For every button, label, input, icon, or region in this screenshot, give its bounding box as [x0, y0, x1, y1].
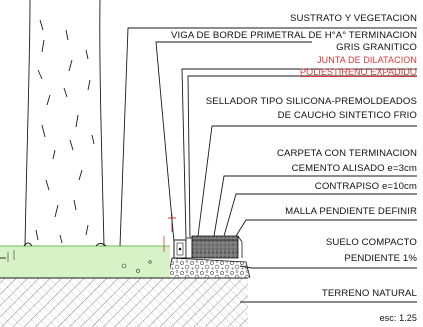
- label-terreno: TERRENO NATURAL: [321, 288, 417, 299]
- label-viga-line1: VIGA DE BORDE PRIMETRAL DE H°A° TERMINAC…: [171, 30, 417, 41]
- label-suelo-line2: PENDIENTE 1%: [344, 253, 417, 264]
- label-junta: JUNTA DE DILATACION: [317, 55, 417, 65]
- suelo-compacto-layer: [167, 257, 251, 279]
- label-carpeta-line1: CARPETA CON TERMINACION: [276, 148, 417, 159]
- label-viga-line2: GRIS GRANITICO: [336, 42, 417, 53]
- label-sellador-line1: SELLADOR TIPO SILICONA-PREMOLDEADOS: [205, 96, 417, 107]
- leader-lines: [0, 27, 417, 303]
- sustrato-vegetacion-layer: [0, 245, 170, 279]
- label-sellador-line2: DE CAUCHO SINTETICO FRIO: [277, 110, 417, 121]
- losa-contrapiso: [191, 235, 243, 259]
- label-suelo-line1: SUELO COMPACTO: [325, 237, 417, 248]
- label-malla: MALLA PENDIENTE DEFINIR: [285, 206, 417, 217]
- label-escala: esc: 1.25: [379, 313, 417, 323]
- label-carpeta-line2: CEMENTO ALISADO e=3cm: [291, 163, 417, 174]
- label-poliestireno: POLIESTIRENO EXPADIDO: [300, 67, 417, 77]
- terreno-natural-layer: [0, 277, 248, 327]
- tree-trunk: [23, 0, 107, 247]
- label-contrapiso: CONTRAPISO e=10cm: [314, 181, 417, 192]
- viga-borde: [173, 237, 193, 259]
- label-sustrato: SUSTRATO Y VEGETACION: [289, 13, 417, 24]
